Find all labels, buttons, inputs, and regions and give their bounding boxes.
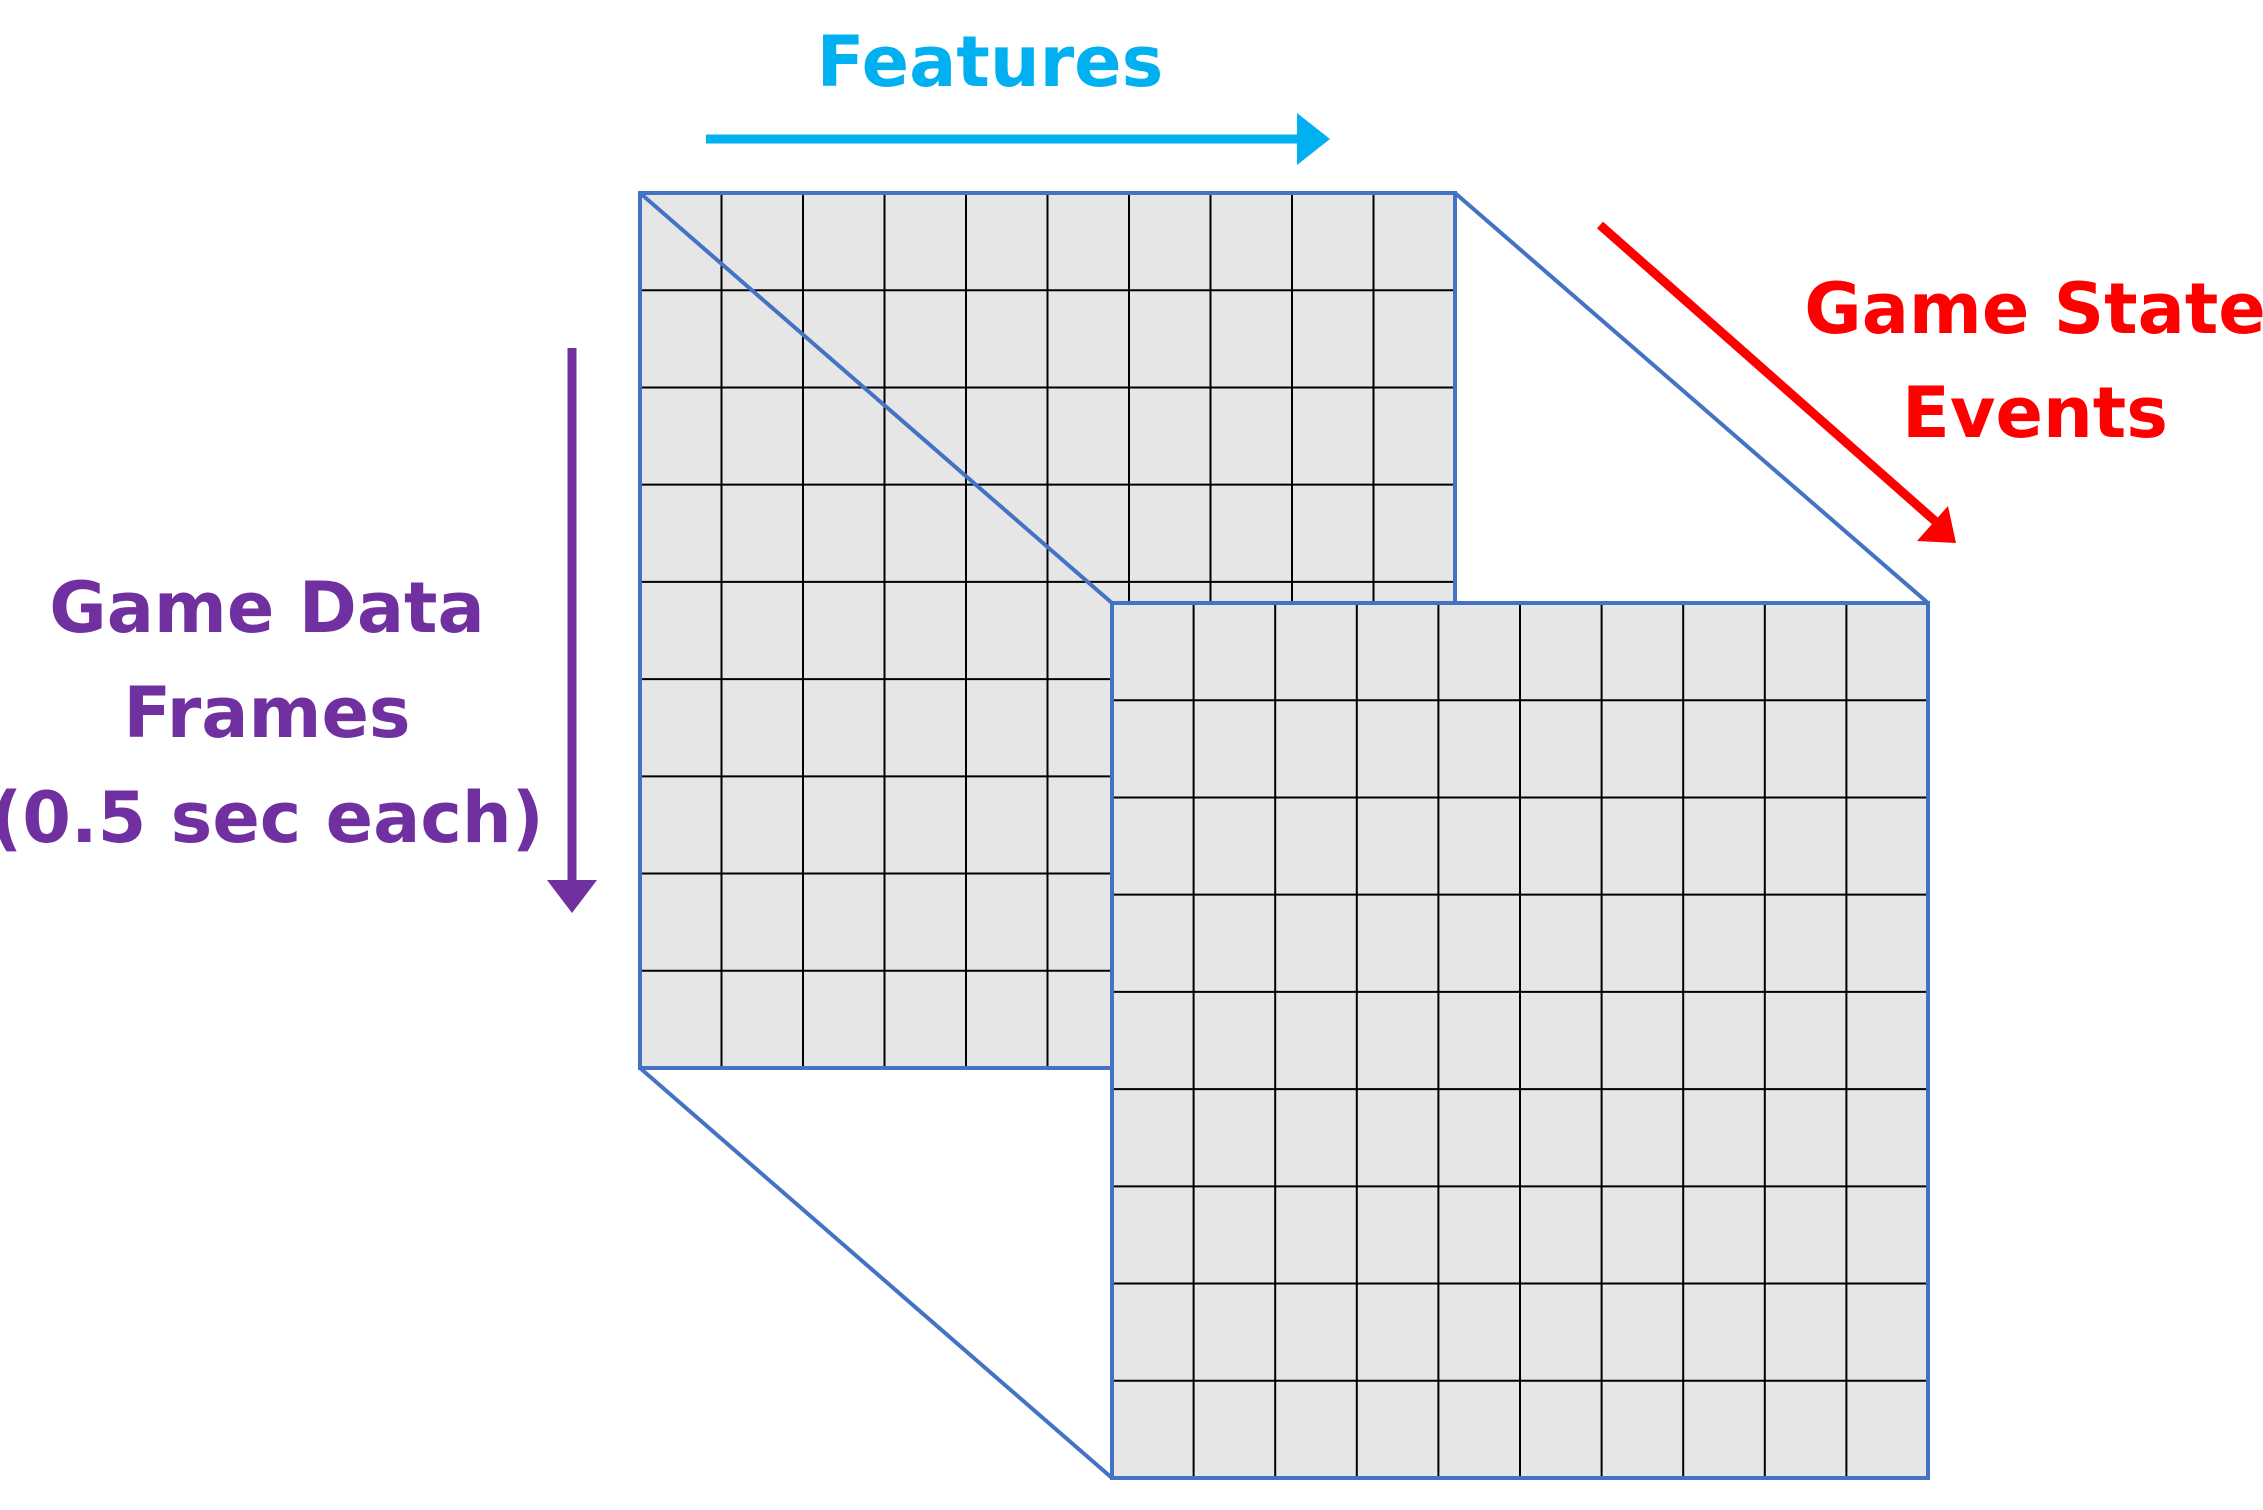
front-frame-grid [1110,601,1930,1480]
features-label: Features [817,21,1164,103]
frames-label-line3: (0.5 sec each) [0,777,544,859]
edge-top-left [638,191,1114,605]
game-state-label-line2: Events [1902,372,2168,454]
features-arrow [706,113,1330,165]
frames-label-line1: Game Data [49,567,485,649]
game-state-label-line1: Game State [1804,268,2263,350]
frames-label-line2: Frames [123,672,410,754]
game-state-arrow [1597,221,1956,543]
frame-stack-edges [638,191,1930,1480]
front-grid-border [1110,601,1930,1480]
edge-bottom-left [638,1066,1114,1480]
features-arrow-head [1297,113,1330,165]
game-state-arrow-head [1917,506,1956,543]
frames-arrow-head [547,880,597,913]
edge-top-right [1453,191,1930,605]
frames-arrow [547,348,597,913]
